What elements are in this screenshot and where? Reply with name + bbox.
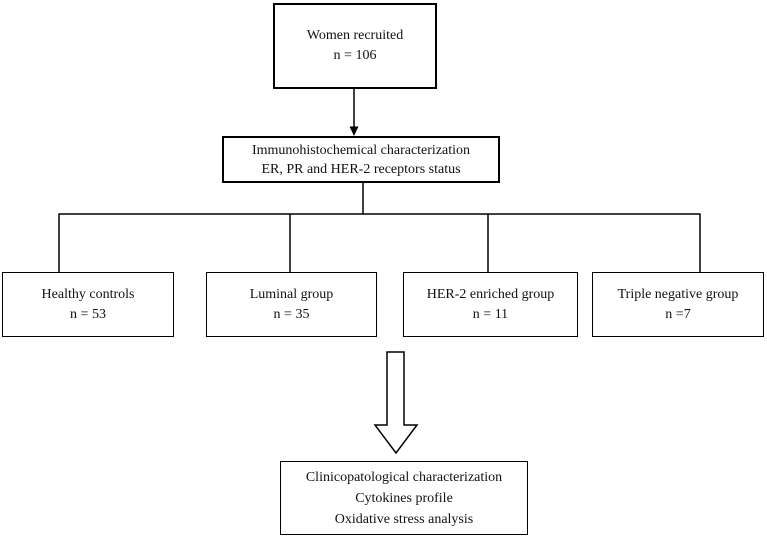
box-immunohistochemical-characterization: Immunohistochemical characterization ER,… bbox=[222, 136, 500, 183]
box-healthy-controls: Healthy controls n = 53 bbox=[2, 272, 174, 337]
box-women-recruited: Women recruited n = 106 bbox=[273, 3, 437, 89]
box-triple-negative-group-label: Triple negative group bbox=[617, 286, 739, 302]
box-healthy-controls-count: n = 53 bbox=[70, 306, 106, 322]
box-characterization-sublabel: ER, PR and HER-2 receptors status bbox=[261, 161, 461, 177]
box-outcome-analyses: Clinicopatological characterization Cyto… bbox=[280, 461, 528, 535]
box-her2-enriched-group-label: HER-2 enriched group bbox=[426, 286, 555, 302]
box-triple-negative-group: Triple negative group n =7 bbox=[592, 272, 764, 337]
down-arrowhead-icon bbox=[349, 126, 359, 136]
box-her2-enriched-group: HER-2 enriched group n = 11 bbox=[403, 272, 578, 337]
box-outcome-line-3: Oxidative stress analysis bbox=[334, 511, 474, 527]
box-women-recruited-count: n = 106 bbox=[333, 48, 377, 63]
box-luminal-group-label: Luminal group bbox=[249, 286, 334, 302]
box-characterization-label: Immunohistochemical characterization bbox=[251, 142, 471, 158]
box-outcome-line-1: Clinicopatological characterization bbox=[305, 469, 503, 485]
box-her2-enriched-group-count: n = 11 bbox=[472, 306, 509, 322]
box-women-recruited-label: Women recruited bbox=[306, 28, 404, 43]
box-luminal-group-count: n = 35 bbox=[273, 306, 310, 322]
box-triple-negative-group-count: n =7 bbox=[665, 306, 691, 322]
box-healthy-controls-label: Healthy controls bbox=[41, 286, 135, 302]
hollow-down-arrow-icon bbox=[373, 351, 419, 455]
box-outcome-line-2: Cytokines profile bbox=[355, 490, 453, 506]
box-luminal-group: Luminal group n = 35 bbox=[206, 272, 377, 337]
